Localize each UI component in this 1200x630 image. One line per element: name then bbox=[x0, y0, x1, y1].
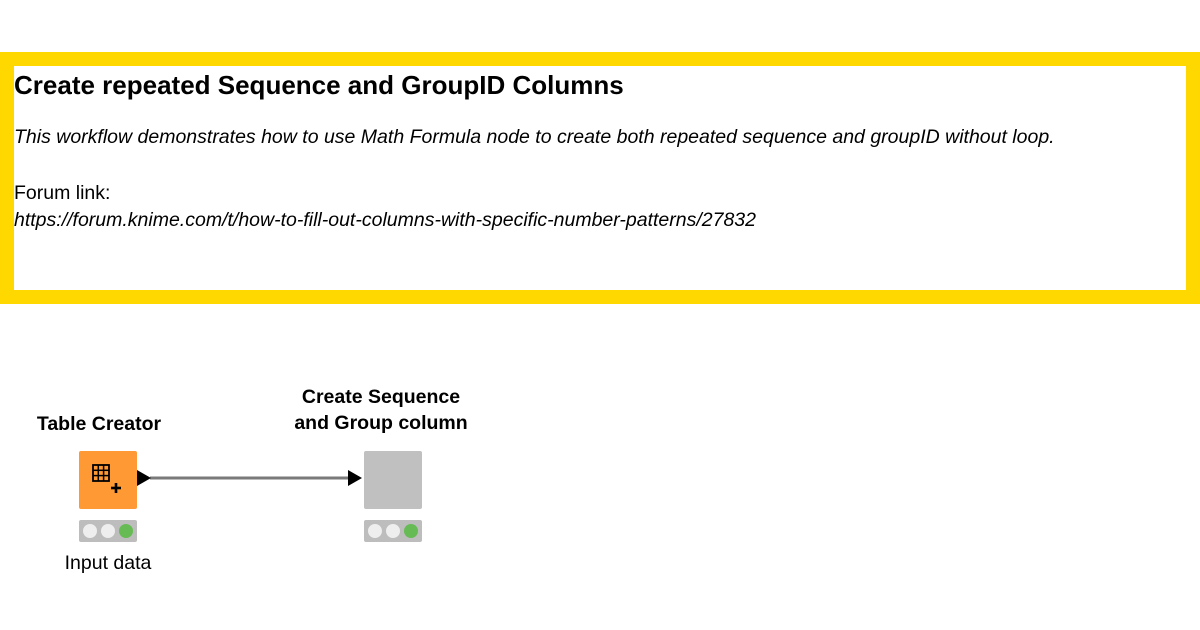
node-title-line-1: Create Sequence bbox=[301, 386, 461, 408]
create-sequence-input-port[interactable] bbox=[348, 470, 362, 486]
node-title-create-sequence[interactable]: Create Sequence and Group column bbox=[270, 384, 492, 436]
annotation-title: Create repeated Sequence and GroupID Col… bbox=[14, 70, 624, 100]
status-light-yellow-icon bbox=[101, 524, 115, 538]
create-sequence-status-traffic-light bbox=[364, 520, 422, 542]
status-light-yellow-icon bbox=[386, 524, 400, 538]
status-light-green-icon bbox=[119, 524, 133, 538]
annotation-forum-label: Forum link: bbox=[14, 182, 111, 204]
status-light-red-icon bbox=[83, 524, 97, 538]
status-light-green-icon bbox=[404, 524, 418, 538]
workflow-annotation[interactable]: Create repeated Sequence and GroupID Col… bbox=[0, 52, 1200, 304]
node-label-input-data[interactable]: Input data bbox=[64, 552, 152, 574]
annotation-content: Create repeated Sequence and GroupID Col… bbox=[14, 66, 1186, 290]
node-connection[interactable] bbox=[150, 470, 360, 486]
create-sequence-node[interactable] bbox=[364, 451, 422, 509]
table-creator-output-port[interactable] bbox=[137, 470, 151, 486]
table-creator-status-traffic-light bbox=[79, 520, 137, 542]
node-title-table-creator[interactable]: Table Creator bbox=[36, 413, 162, 435]
table-creator-icon bbox=[92, 464, 121, 493]
annotation-forum-link[interactable]: https://forum.knime.com/t/how-to-fill-ou… bbox=[14, 209, 756, 231]
annotation-description: This workflow demonstrates how to use Ma… bbox=[14, 126, 1055, 148]
node-title-line-2: and Group column bbox=[294, 412, 468, 434]
status-light-red-icon bbox=[368, 524, 382, 538]
table-creator-node[interactable] bbox=[79, 451, 137, 509]
